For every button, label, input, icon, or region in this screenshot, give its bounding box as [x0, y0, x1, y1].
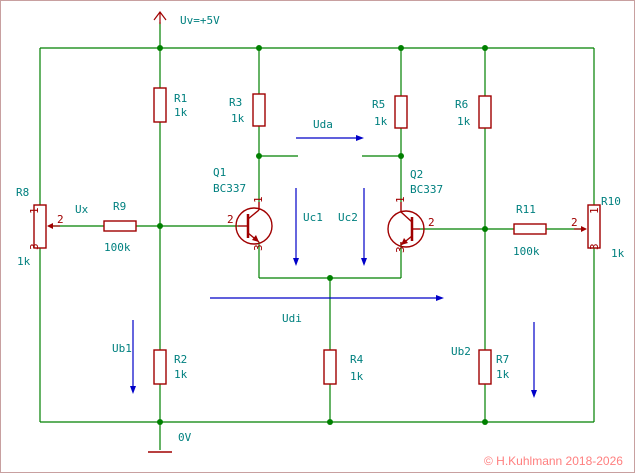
q1-emitter-arrow	[252, 235, 259, 242]
q1-pin2: 2	[227, 213, 234, 226]
r3-value: 1k	[231, 112, 245, 125]
r2-body	[153, 349, 167, 385]
wires	[39, 22, 595, 450]
r4-value: 1k	[350, 370, 364, 383]
r7-ref: R7	[496, 353, 509, 366]
r11-body	[513, 223, 547, 235]
r2-value: 1k	[174, 368, 188, 381]
r7-body	[478, 349, 492, 385]
r10-pin3: 3	[588, 243, 601, 250]
r10-pin2: 2	[571, 216, 578, 229]
r4-ref: R4	[350, 353, 364, 366]
r6-value: 1k	[457, 115, 471, 128]
ux-label: Ux	[75, 203, 89, 216]
ub1-label: Ub1	[112, 342, 132, 355]
r9-value: 100k	[104, 241, 131, 254]
ub2-label: Ub2	[451, 345, 471, 358]
r11-value: 100k	[513, 245, 540, 258]
r5-value: 1k	[374, 115, 388, 128]
q2-pin2: 2	[428, 216, 435, 229]
r7-value: 1k	[496, 368, 510, 381]
copyright-notice: © H.Kuhlmann 2018-2026	[484, 454, 623, 468]
r5-ref: R5	[372, 98, 385, 111]
uda-label: Uda	[313, 118, 333, 131]
r8-pin2: 2	[57, 213, 64, 226]
r6-body	[478, 95, 492, 129]
r8-pin3: 3	[28, 243, 41, 250]
q2-symbol	[387, 202, 425, 248]
r1-body	[153, 87, 167, 123]
supply-label: Uv=+5V	[180, 14, 220, 27]
r6-ref: R6	[455, 98, 468, 111]
q2-value: BC337	[410, 183, 443, 196]
r10-ref: R10	[601, 195, 621, 208]
uc2-label: Uc2	[338, 211, 358, 224]
r10-wiper	[574, 226, 587, 232]
q1-pin1: 1	[252, 196, 265, 203]
r9-body	[103, 220, 137, 232]
r8-value: 1k	[17, 255, 31, 268]
r4-body	[323, 349, 337, 385]
r8-body	[33, 204, 47, 249]
voltage-arrows	[130, 135, 537, 398]
q2-pin1: 1	[394, 196, 407, 203]
r1-value: 1k	[174, 106, 188, 119]
q2-pin3: 3	[394, 246, 407, 253]
resistor-bodies	[33, 87, 601, 385]
r3-body	[252, 93, 266, 127]
udi-label: Udi	[282, 312, 302, 325]
q2-ref: Q2	[410, 168, 423, 181]
r1-ref: R1	[174, 92, 187, 105]
r10-value: 1k	[611, 247, 625, 260]
r5-body	[394, 95, 408, 129]
uc1-label: Uc1	[303, 211, 323, 224]
r11-ref: R11	[516, 203, 536, 216]
q1-symbol	[235, 202, 273, 245]
q2-emitter-arrow	[401, 238, 408, 245]
ground-label: 0V	[178, 431, 192, 444]
r10-body	[587, 204, 601, 249]
r8-pin1: 1	[28, 207, 41, 214]
q1-ref: Q1	[213, 166, 226, 179]
r8-wiper	[47, 223, 60, 229]
r9-ref: R9	[113, 200, 126, 213]
r8-ref: R8	[16, 186, 29, 199]
q1-pin3: 3	[252, 244, 265, 251]
supply-symbol	[153, 11, 167, 24]
junctions	[157, 45, 488, 425]
r3-ref: R3	[229, 96, 242, 109]
q1-value: BC337	[213, 182, 246, 195]
r2-ref: R2	[174, 353, 187, 366]
r10-pin1: 1	[588, 207, 601, 214]
